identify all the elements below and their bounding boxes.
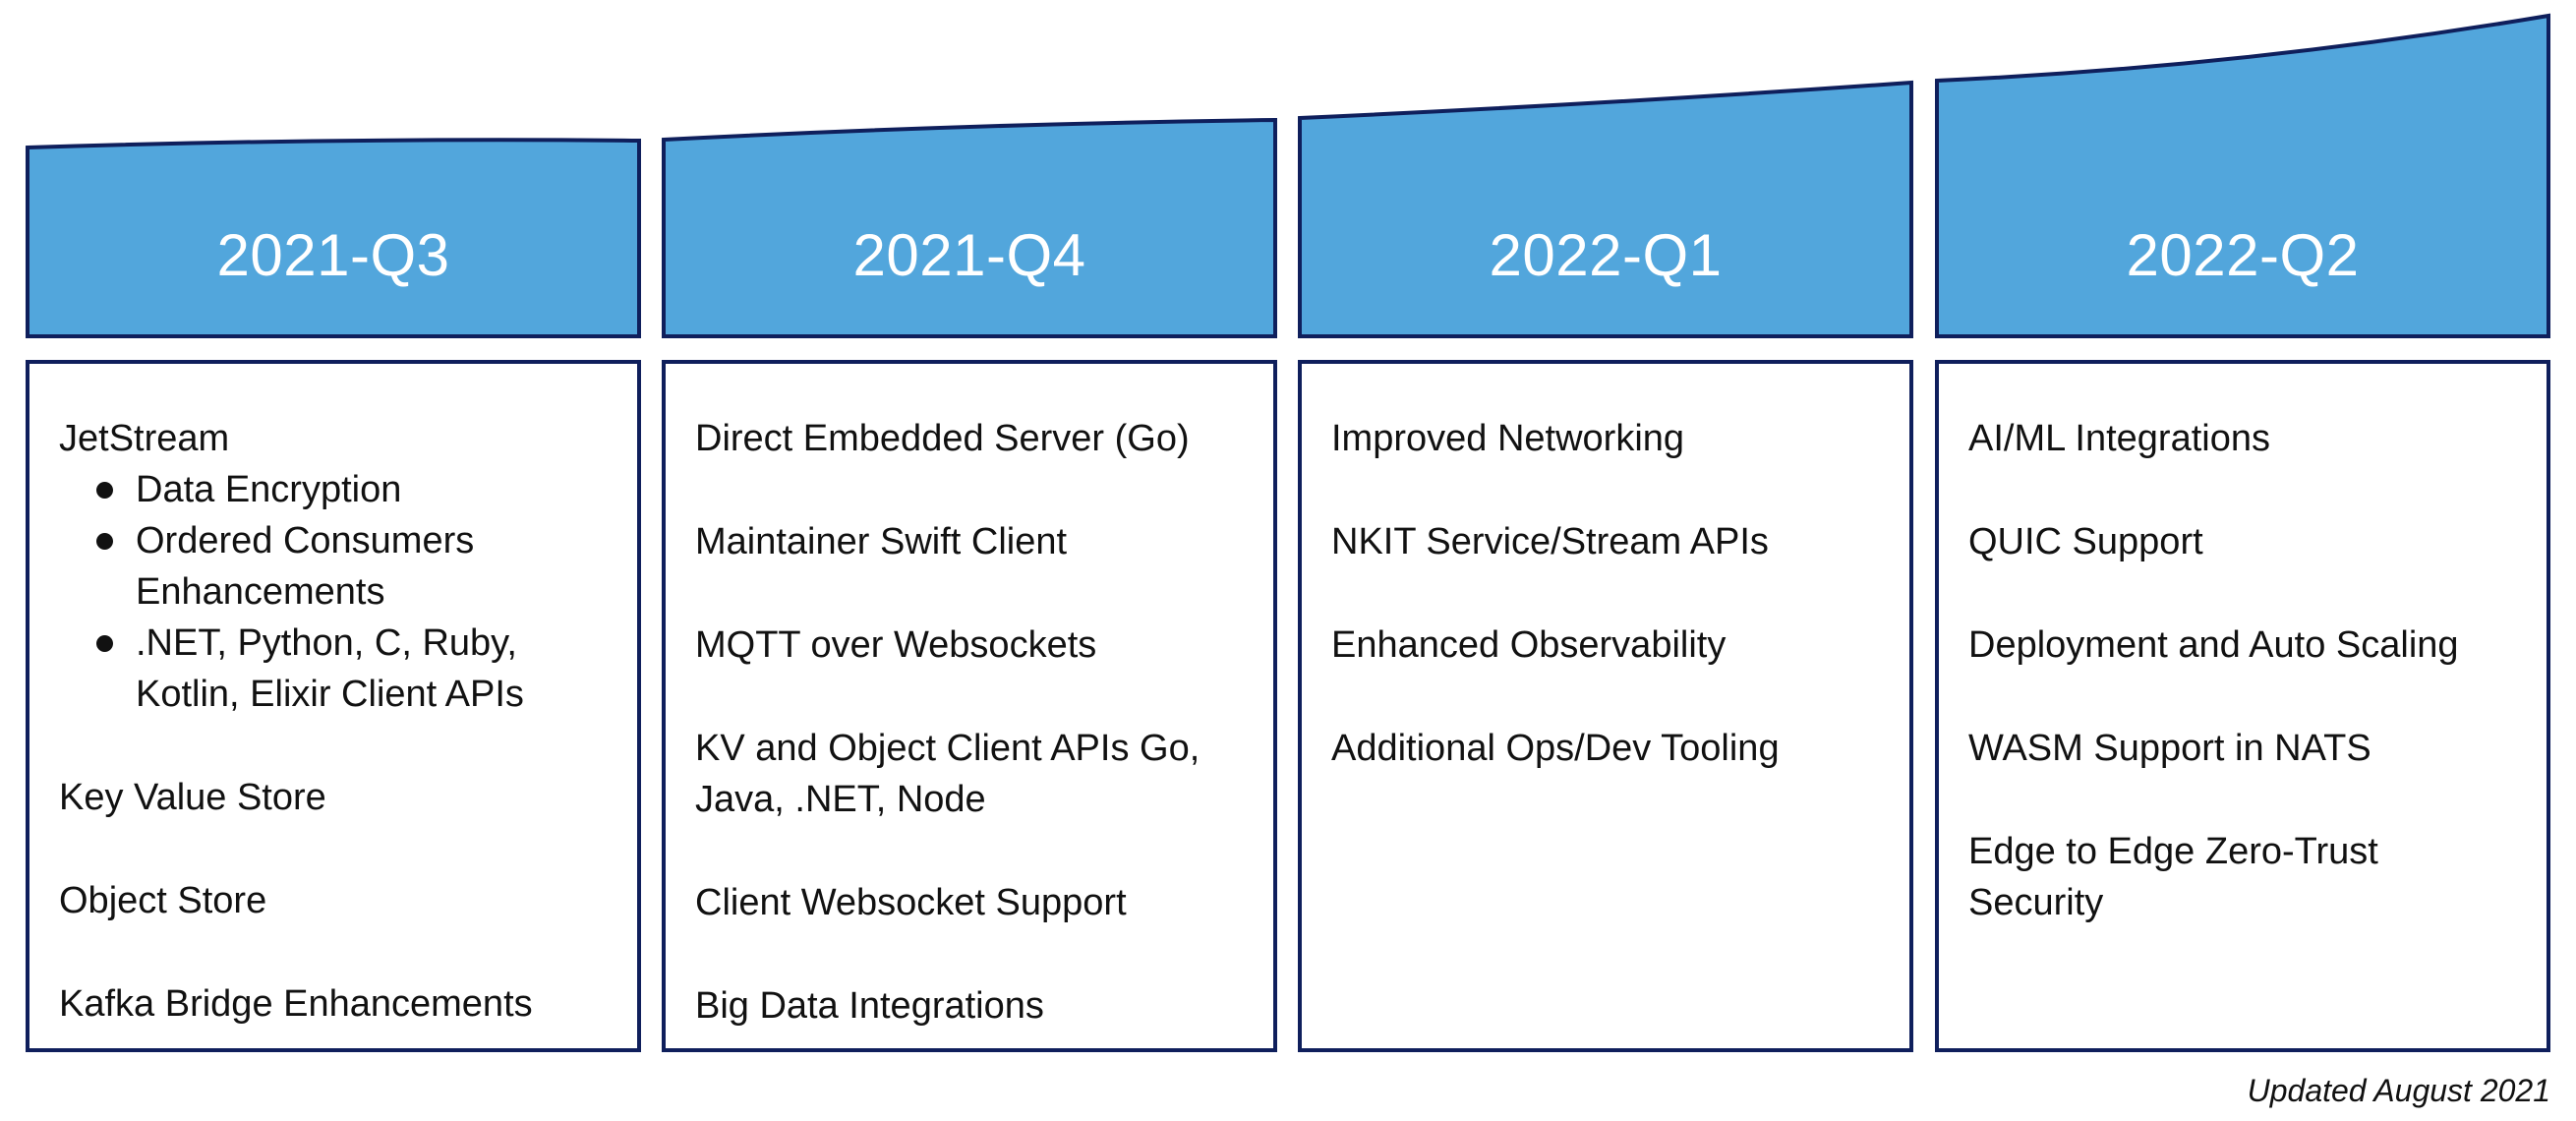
quarter-label: 2021-Q3 <box>216 222 450 288</box>
roadmap-item-label: JetStream <box>59 418 230 459</box>
updated-note: Updated August 2021 <box>2247 1073 2550 1108</box>
roadmap-item-label: Enhanced Observability <box>1331 624 1727 666</box>
roadmap-item-label: Key Value Store <box>59 777 326 818</box>
quarter-label: 2022-Q1 <box>1489 222 1723 288</box>
roadmap-item-label: Improved Networking <box>1331 418 1685 459</box>
roadmap-item-label: Client Websocket Support <box>695 882 1127 923</box>
quarter-header-fill <box>1298 80 1913 338</box>
roadmap-item: Kafka Bridge Enhancements <box>59 978 610 1030</box>
quarter-header-shape <box>1298 80 1913 338</box>
roadmap-item: QUIC Support <box>1968 516 2519 567</box>
roadmap-item-label: Big Data Integrations <box>695 985 1044 1027</box>
quarter-label: 2021-Q4 <box>852 222 1086 288</box>
roadmap-item-label: Direct Embedded Server (Go) <box>695 418 1190 459</box>
roadmap-sub-item-label: Ordered Consumers Enhancements <box>136 520 475 613</box>
roadmap-item-label: KV and Object Client APIs Go, Java, .NET… <box>695 728 1200 820</box>
quarter-header-shape <box>26 138 641 338</box>
roadmap-sub-item: Data Encryption <box>59 464 610 515</box>
bullet-icon <box>96 533 113 550</box>
roadmap-sub-item-label: Data Encryption <box>136 469 402 510</box>
roadmap-item-label: MQTT over Websockets <box>695 624 1097 666</box>
quarter-header-shape <box>662 117 1277 338</box>
roadmap-item: Object Store <box>59 875 610 926</box>
roadmap-item-label: Kafka Bridge Enhancements <box>59 983 533 1025</box>
roadmap-item: WASM Support in NATS <box>1968 723 2519 774</box>
quarter-header-fill <box>1935 13 2550 338</box>
roadmap-item: Deployment and Auto Scaling <box>1968 620 2519 671</box>
roadmap-item: Maintainer Swift Client <box>695 516 1246 567</box>
roadmap-item: Client Websocket Support <box>695 877 1246 928</box>
roadmap-item: Edge to Edge Zero-Trust Security <box>1968 826 2519 928</box>
bullet-icon <box>96 635 113 652</box>
roadmap-sub-item: .NET, Python, C, Ruby, Kotlin, Elixir Cl… <box>59 618 610 720</box>
bullet-icon <box>96 482 113 499</box>
roadmap-item: NKIT Service/Stream APIs <box>1331 516 1882 567</box>
roadmap-item: Big Data Integrations <box>695 980 1246 1032</box>
roadmap-item: Improved Networking <box>1331 413 1882 464</box>
roadmap-sub-item-label: .NET, Python, C, Ruby, Kotlin, Elixir Cl… <box>136 622 524 715</box>
roadmap-item-label: AI/ML Integrations <box>1968 418 2270 459</box>
quarter-header-shape <box>1935 13 2550 338</box>
roadmap-item: MQTT over Websockets <box>695 620 1246 671</box>
roadmap-item-label: Maintainer Swift Client <box>695 521 1068 562</box>
roadmap-sub-item: Ordered Consumers Enhancements <box>59 515 610 618</box>
quarter-label: 2022-Q2 <box>2126 222 2360 288</box>
quarter-header-fill <box>26 138 641 338</box>
roadmap-item: Enhanced Observability <box>1331 620 1882 671</box>
roadmap-item: KV and Object Client APIs Go, Java, .NET… <box>695 723 1246 825</box>
roadmap-item-label: QUIC Support <box>1968 521 2203 562</box>
roadmap-item-label: WASM Support in NATS <box>1968 728 2371 769</box>
roadmap-item: AI/ML Integrations <box>1968 413 2519 464</box>
roadmap-item-label: Deployment and Auto Scaling <box>1968 624 2459 666</box>
roadmap-item-label: Additional Ops/Dev Tooling <box>1331 728 1780 769</box>
roadmap-item: Key Value Store <box>59 772 610 823</box>
roadmap-item-label: Object Store <box>59 880 267 921</box>
roadmap-item-label: NKIT Service/Stream APIs <box>1331 521 1769 562</box>
quarter-items-box: Direct Embedded Server (Go) Maintainer Sw… <box>662 360 1277 1052</box>
roadmap-item-label: Edge to Edge Zero-Trust Security <box>1968 831 2378 923</box>
roadmap-item: Additional Ops/Dev Tooling <box>1331 723 1882 774</box>
quarter-header-fill <box>662 117 1277 338</box>
roadmap-item: Direct Embedded Server (Go) <box>695 413 1246 464</box>
